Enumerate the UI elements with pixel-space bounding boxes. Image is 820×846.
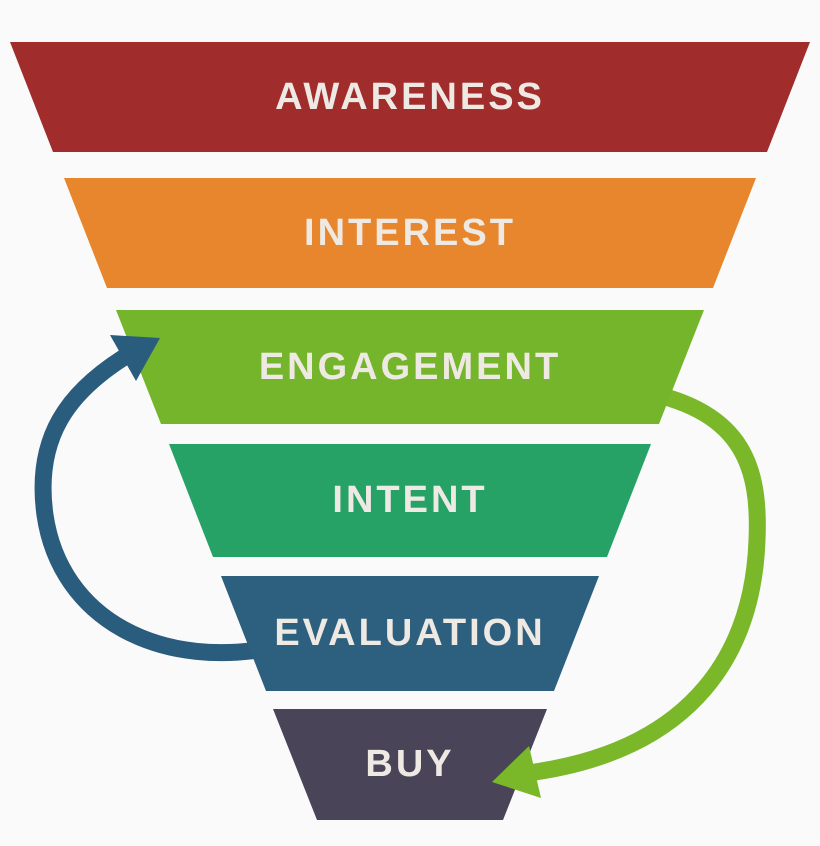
funnel-stage-awareness: AWARENESS [10, 42, 810, 152]
flow-arrowhead-left-icon [492, 746, 541, 798]
funnel-stage-engagement-shape [116, 310, 704, 424]
funnel-stage-evaluation-label: EVALUATION [274, 612, 545, 654]
funnel-stage-engagement-label: ENGAGEMENT [259, 346, 561, 388]
funnel-stage-buy-shape [273, 709, 547, 820]
funnel-stage-buy: BUY [273, 709, 547, 820]
funnel-stage-intent-shape [169, 444, 651, 557]
feedback-arrow-left-body [34, 349, 294, 662]
funnel-stage-awareness-label: AWARENESS [275, 76, 545, 118]
funnel-stage-interest: INTEREST [64, 178, 756, 288]
funnel-stage-intent-label: INTENT [332, 479, 487, 521]
funnel-stage-evaluation: EVALUATION [221, 576, 599, 691]
funnel-stage-engagement: ENGAGEMENT [116, 310, 704, 424]
funnel-stage-buy-label: BUY [365, 743, 454, 785]
funnel-stage-interest-shape [64, 178, 756, 288]
funnel-stage-intent: INTENT [169, 444, 651, 557]
funnel-stage-evaluation-shape [221, 576, 599, 691]
funnel-stage-interest-label: INTEREST [304, 212, 516, 254]
funnel-stage-awareness-shape [10, 42, 810, 152]
feedback-arrowhead-up-icon [110, 335, 160, 381]
flow-arrow-right-body [526, 383, 766, 781]
